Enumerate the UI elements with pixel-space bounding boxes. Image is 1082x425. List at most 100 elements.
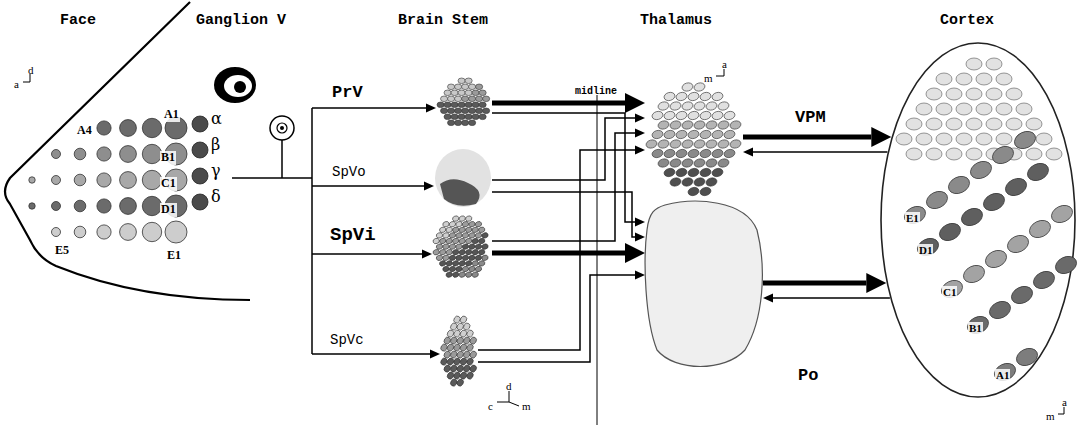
nucleus-cell (651, 110, 664, 121)
nucleus-cell (458, 102, 465, 108)
text-holder: E5 (54, 240, 70, 258)
whisker-label: B1 (160, 151, 176, 165)
text-holder: a (14, 74, 19, 92)
nucleus-cell (442, 221, 450, 228)
nucleus-cell (705, 139, 718, 150)
nucleus-cell (705, 101, 718, 112)
axis-letter: m (522, 400, 531, 413)
nucleus-cell (455, 243, 463, 250)
nucleus-cell (663, 167, 676, 178)
text-holder: PrV (332, 83, 363, 103)
column-heading: Ganglion V (196, 12, 286, 29)
cortex-field (946, 118, 962, 130)
nucleus-cell (729, 139, 742, 150)
nucleus-cell (705, 177, 718, 188)
nucleus-cell (448, 120, 455, 126)
nucleus-cell (442, 243, 450, 250)
whisker-circle (120, 224, 137, 241)
whisker-circle (52, 176, 61, 185)
connector-line (492, 133, 635, 241)
nucleus-cell (469, 84, 476, 90)
whisker-circle (74, 148, 86, 160)
node-shape (436, 77, 492, 129)
barrel-label: D1 (918, 244, 933, 257)
nucleus-cell (455, 254, 463, 261)
whisker-circle (97, 147, 111, 161)
nucleus-cell (711, 148, 724, 159)
text-holder: Cortex (940, 10, 994, 29)
nucleus-cell (481, 254, 489, 261)
arrowhead (625, 243, 645, 263)
nucleus-cell (472, 90, 479, 96)
nucleus-cell (479, 90, 486, 96)
text-holder: A1 (163, 104, 180, 122)
column-heading: Thalamus (640, 12, 712, 29)
cortex-field (976, 103, 992, 115)
nucleus-cell (451, 114, 458, 120)
nucleus-cell (693, 82, 706, 93)
nucleus-cell (458, 90, 465, 96)
nucleus-cell (462, 254, 470, 261)
nucleus-cell (436, 232, 444, 239)
nucleus-cell (475, 232, 483, 239)
nucleus-cell (445, 271, 453, 278)
text-holder: D1 (160, 199, 177, 217)
barrel (937, 220, 964, 244)
nucleus-cell (449, 254, 457, 261)
cortex-field (936, 73, 952, 85)
straddler-circle (192, 142, 208, 158)
text-holder: m (1046, 406, 1055, 424)
text-holder: C1 (942, 282, 957, 300)
whisker-circle (29, 177, 35, 183)
connector (492, 192, 645, 242)
nucleus-cell (475, 221, 483, 228)
axis-letter: d (28, 64, 34, 77)
nucleus-cell (669, 101, 682, 112)
nucleus-cell (717, 101, 730, 112)
column-heading: Cortex (940, 12, 994, 29)
straddler-label: β (211, 136, 220, 154)
node-shape (645, 200, 763, 372)
barrel-label: C1 (942, 286, 957, 299)
nucleus-cell (449, 243, 457, 250)
cortex-field (986, 118, 1002, 130)
connector-line (492, 192, 635, 237)
straddler-label: γ (211, 162, 221, 180)
barrel (1005, 232, 1032, 256)
nucleus-cell (452, 260, 460, 267)
text-holder: SpVc (330, 330, 364, 348)
nucleus-cell (444, 102, 451, 108)
text-holder: d (28, 60, 34, 78)
arrowhead (625, 93, 645, 113)
cortex-outline (881, 43, 1075, 397)
whisker-circle (97, 199, 111, 213)
nucleus-cell (462, 108, 469, 114)
nucleus-cell (681, 139, 694, 150)
nucleus-cell (445, 237, 453, 244)
cortex-field (966, 148, 982, 160)
nucleus-cell (465, 90, 472, 96)
cortex-field (966, 118, 982, 130)
cortex-field (966, 88, 982, 100)
barrel (1027, 217, 1054, 241)
nucleus-cell (699, 129, 712, 140)
nerve-trunk (311, 108, 313, 354)
node-label: SpVi (330, 225, 376, 247)
nucleus-cell (432, 249, 440, 256)
nucleus-cell (475, 254, 483, 261)
nucleus-cell (458, 226, 466, 233)
nucleus-cell (687, 148, 700, 159)
cortex-field (986, 58, 1002, 70)
nucleus-cell (448, 84, 455, 90)
barrel (987, 298, 1014, 322)
barrel (1031, 268, 1058, 292)
barrel (965, 313, 992, 337)
barrel (924, 188, 951, 212)
nucleus-cell (462, 84, 469, 90)
nucleus-cell (478, 249, 486, 256)
nucleus-cell (451, 102, 458, 108)
nucleus-cell (669, 158, 682, 169)
connector (478, 271, 645, 363)
text-holder: B1 (968, 318, 983, 336)
eye-pupil (234, 81, 246, 93)
